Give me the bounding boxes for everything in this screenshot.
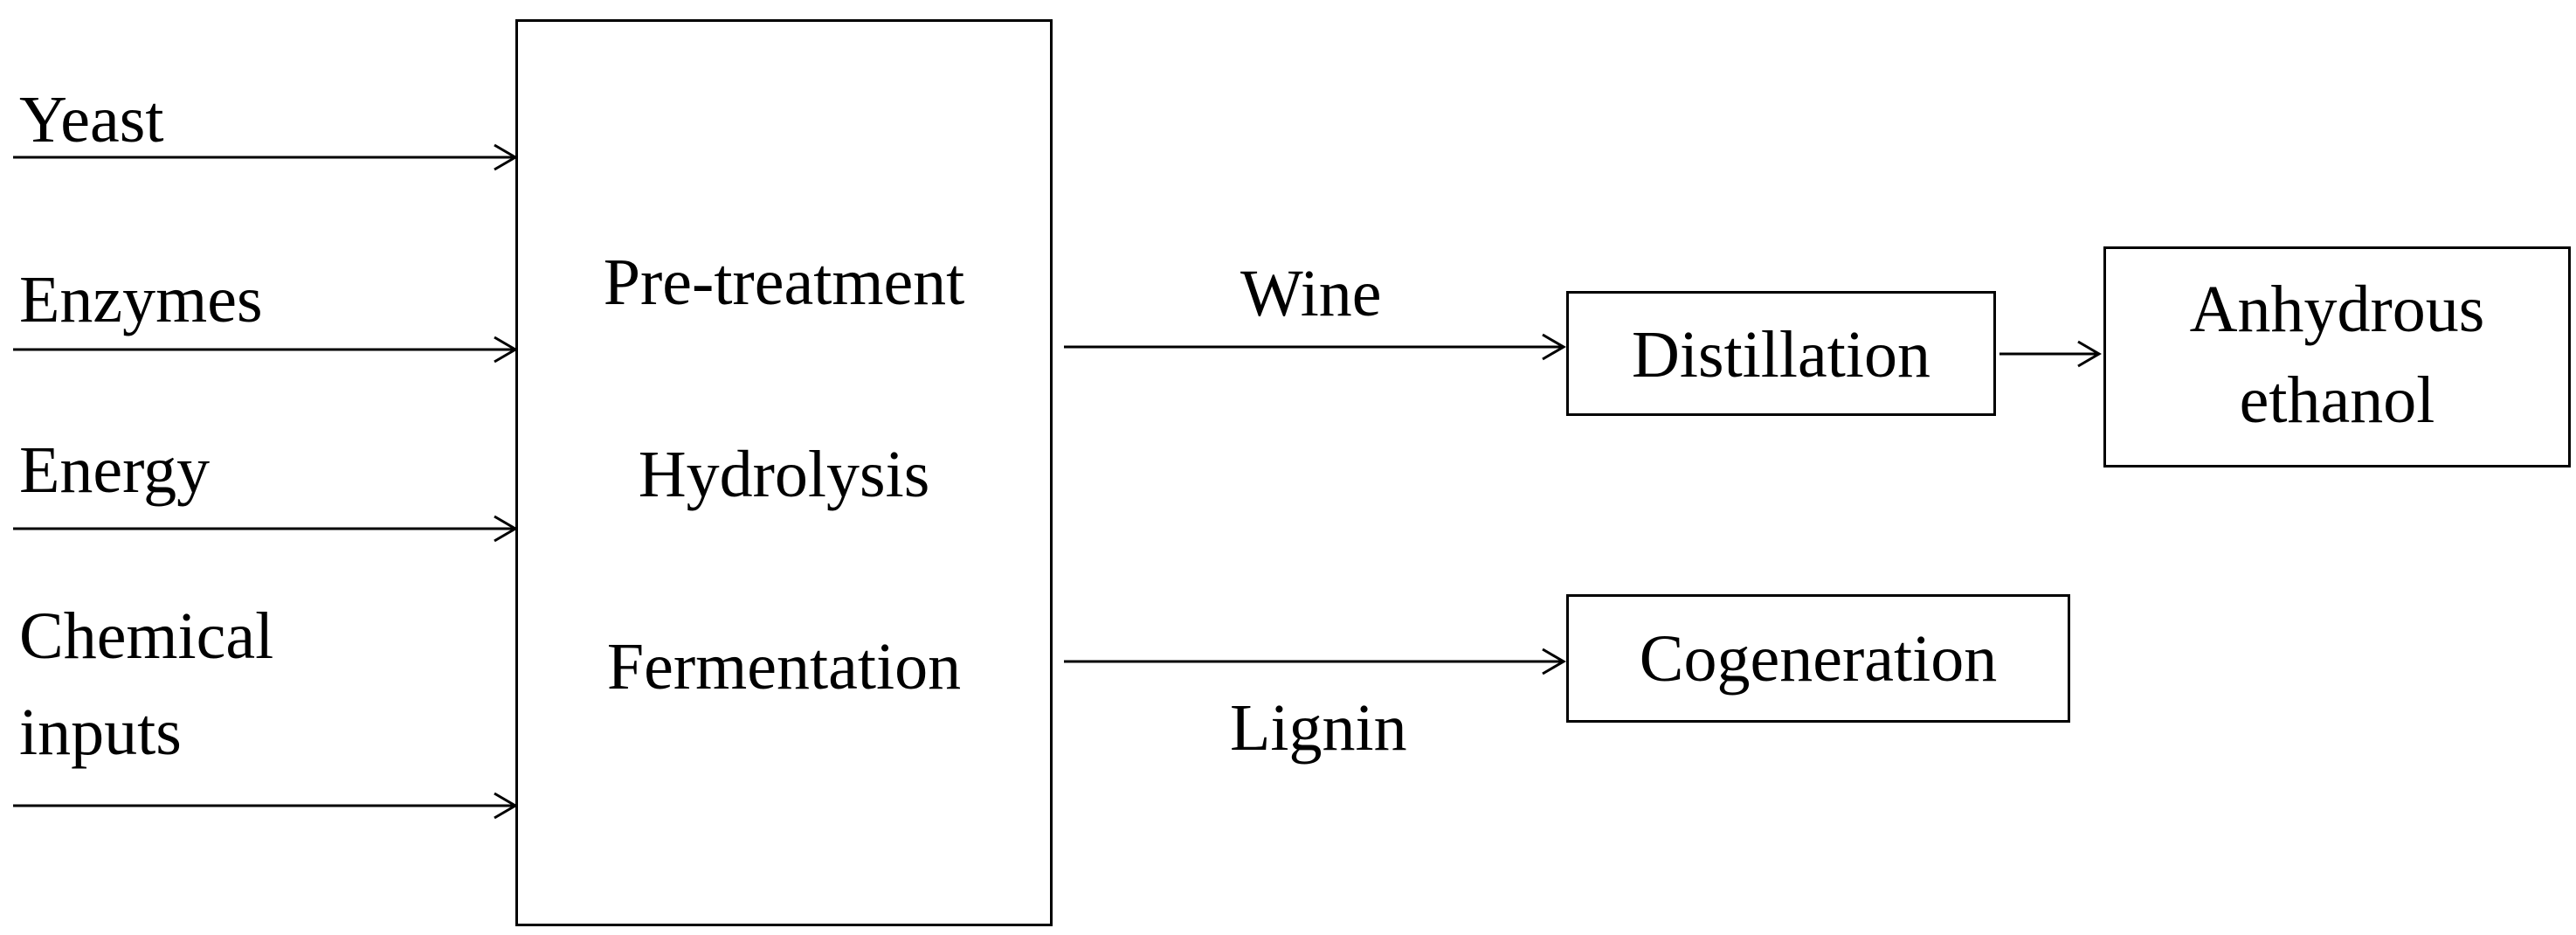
label-anhydrous: Anhydrous	[2189, 273, 2485, 346]
label-ethanol: ethanol	[2239, 364, 2435, 437]
arrow-enzymes	[13, 336, 518, 364]
label-fermentation: Fermentation	[606, 630, 962, 703]
anhydrous-ethanol-box	[2103, 246, 2571, 468]
label-pretreatment: Pre-treatment	[603, 246, 965, 319]
arrow-wine	[1064, 333, 1566, 361]
arrow-lignin	[1064, 648, 1566, 675]
label-yeast: Yeast	[19, 83, 164, 156]
label-wine: Wine	[1240, 257, 1382, 330]
label-hydrolysis: Hydrolysis	[638, 438, 930, 511]
label-energy: Energy	[19, 433, 211, 507]
label-chemical: Chemical	[19, 599, 274, 673]
label-anhydrous-ethanol: Anhydrous ethanol	[2103, 264, 2571, 446]
cogeneration-box	[1566, 594, 2070, 723]
arrow-chemical-inputs	[13, 792, 518, 820]
distillation-box	[1566, 291, 1996, 416]
label-distillation: Distillation	[1632, 318, 1930, 391]
process-box	[515, 19, 1053, 926]
label-cogeneration: Cogeneration	[1639, 622, 1998, 696]
label-inputs: inputs	[19, 696, 182, 769]
arrow-distillation-to-ethanol	[1999, 340, 2102, 368]
arrow-energy	[13, 515, 518, 543]
label-lignin: Lignin	[1230, 691, 1407, 765]
label-enzymes: Enzymes	[19, 263, 263, 336]
